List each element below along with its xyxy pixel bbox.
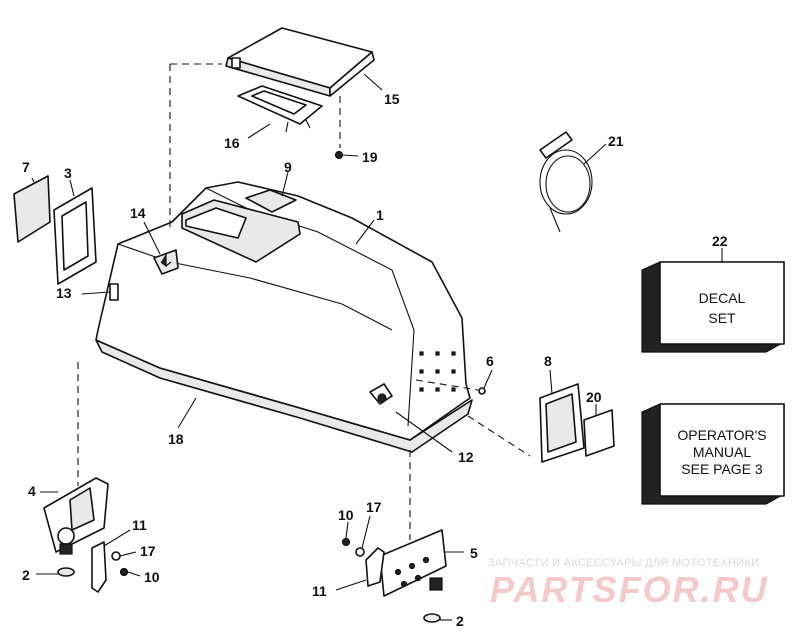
- callout-1: 1: [376, 207, 384, 223]
- part-6-pin: [478, 387, 486, 395]
- part-2-foot-right: [423, 613, 441, 623]
- callout-17-left: 17: [140, 543, 156, 559]
- callout-10-left: 10: [144, 569, 160, 585]
- callout-10-right: 10: [338, 507, 354, 523]
- part-1-engine-cowl: [95, 181, 473, 453]
- callout-11-right: 11: [312, 583, 327, 599]
- part-19-screw: [334, 150, 359, 160]
- callout-2-right: 2: [456, 613, 464, 629]
- part-3-panel-frame: [53, 187, 97, 285]
- part-4-left-bracket: [43, 477, 109, 555]
- callout-15: 15: [384, 91, 400, 107]
- callout-12: 12: [458, 449, 474, 465]
- part-11-strap-left: [91, 541, 107, 593]
- cowl-side-dots: [419, 351, 456, 392]
- part-14-arrow-decal: [153, 249, 179, 275]
- decal-box-line1: DECAL: [699, 290, 746, 306]
- part-2-foot-left: [57, 567, 75, 577]
- callout-22: 22: [712, 233, 728, 249]
- callout-2-left: 2: [22, 567, 30, 583]
- part-10-screw-right: [341, 537, 351, 547]
- watermark-logo: PARTSFOR.RU: [490, 569, 769, 610]
- callout-8: 8: [544, 353, 552, 369]
- callout-16: 16: [224, 135, 240, 151]
- manual-box-line3: SEE PAGE 3: [681, 461, 763, 477]
- watermark-tagline: ЗАПЧАСТИ И АКСЕССУАРЫ ДЛЯ МОТОТЕХНИКИ: [488, 557, 759, 569]
- part-5-right-bracket: [379, 529, 447, 597]
- part-11-strap-right: [365, 547, 385, 587]
- manual-box-line1: OPERATOR'S: [677, 427, 766, 443]
- callout-9: 9: [284, 159, 292, 175]
- callout-3: 3: [64, 165, 72, 181]
- operators-manual-box: [641, 403, 785, 505]
- callout-21: 21: [608, 133, 624, 149]
- part-16-seal-ring: [237, 85, 323, 133]
- callout-6: 6: [486, 353, 494, 369]
- part-7-panel: [13, 175, 51, 243]
- callout-7: 7: [22, 159, 30, 175]
- callout-18: 18: [168, 431, 184, 447]
- part-17-washer-left: [111, 551, 121, 561]
- part-22-decal-set-box: [641, 261, 785, 353]
- callout-14: 14: [130, 205, 146, 221]
- assembly-dashed-lines: [77, 63, 531, 540]
- part-8-side-panel: [539, 383, 585, 463]
- part-17-washer-right: [355, 547, 365, 557]
- callout-17-right: 17: [366, 499, 382, 515]
- callout-19: 19: [362, 149, 378, 165]
- part-10-screw-left: [119, 567, 129, 577]
- callout-5: 5: [470, 545, 478, 561]
- callout-11-left: 11: [132, 517, 147, 533]
- decal-box-line2: SET: [708, 310, 736, 326]
- part-20-panel-insert: [583, 409, 615, 457]
- callout-20: 20: [586, 389, 602, 405]
- part-21-cable: [539, 131, 593, 233]
- callout-13: 13: [56, 285, 72, 301]
- part-15-hatch-cover: [225, 27, 375, 97]
- callout-leaders: [31, 73, 723, 621]
- manual-box-line2: MANUAL: [693, 444, 752, 460]
- callout-4: 4: [28, 483, 36, 499]
- part-12-latch: [369, 383, 393, 405]
